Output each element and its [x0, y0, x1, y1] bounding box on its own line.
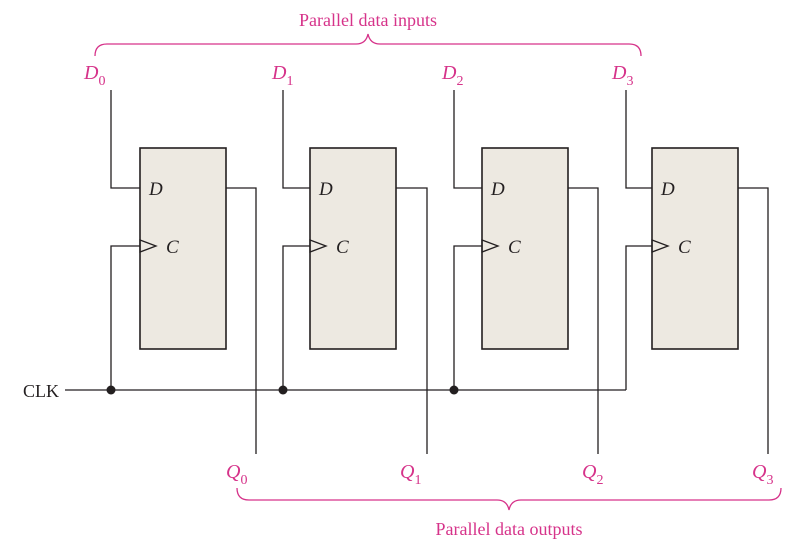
- d-pin-label-1: D: [318, 179, 333, 200]
- flip-flop-0: D0 D C Q0: [83, 62, 257, 488]
- output-label-0: Q0: [226, 461, 247, 488]
- input-label-3: D3: [611, 62, 633, 89]
- flip-flop-box-0: [139, 147, 227, 350]
- output-wire-0: [226, 187, 257, 454]
- inputs-brace: [94, 33, 642, 57]
- clock-junction-2: [449, 385, 459, 395]
- data-input-wire-0: [110, 90, 140, 189]
- outputs-caption: Parallel data outputs: [436, 519, 583, 539]
- input-label-1: D1: [271, 62, 293, 89]
- clock-wire-2: [453, 245, 482, 390]
- output-wire-2: [568, 187, 599, 454]
- clock-wire-1: [282, 245, 310, 390]
- outputs-brace: [236, 487, 782, 511]
- c-pin-label-0: C: [166, 237, 179, 258]
- flip-flop-box-1: [309, 147, 397, 350]
- output-wire-3: [738, 187, 769, 454]
- clock-wire-0: [110, 245, 140, 390]
- flip-flop-2: D2 D C Q2: [441, 62, 603, 488]
- input-label-2: D2: [441, 62, 463, 89]
- data-input-wire-2: [453, 90, 482, 189]
- flip-flop-1: D1 D C Q1: [271, 62, 428, 488]
- output-label-3: Q3: [752, 461, 773, 488]
- d-pin-label-3: D: [660, 179, 675, 200]
- input-label-0: D0: [83, 62, 105, 89]
- clock-junction-0: [106, 385, 116, 395]
- flip-flop-3: D3 D C Q3: [611, 62, 773, 488]
- flip-flop-box-2: [481, 147, 569, 350]
- d-pin-label-2: D: [490, 179, 505, 200]
- c-pin-label-1: C: [336, 237, 349, 258]
- data-input-wire-3: [625, 90, 652, 189]
- d-pin-label-0: D: [148, 179, 163, 200]
- clock-junction-1: [278, 385, 288, 395]
- output-label-1: Q1: [400, 461, 421, 488]
- inputs-caption: Parallel data inputs: [299, 10, 437, 30]
- clock-label: CLK: [23, 381, 59, 401]
- output-label-2: Q2: [582, 461, 603, 488]
- c-pin-label-3: C: [678, 237, 691, 258]
- output-wire-1: [396, 187, 428, 454]
- data-input-wire-1: [282, 90, 310, 189]
- clock-wire-3: [625, 245, 652, 390]
- c-pin-label-2: C: [508, 237, 521, 258]
